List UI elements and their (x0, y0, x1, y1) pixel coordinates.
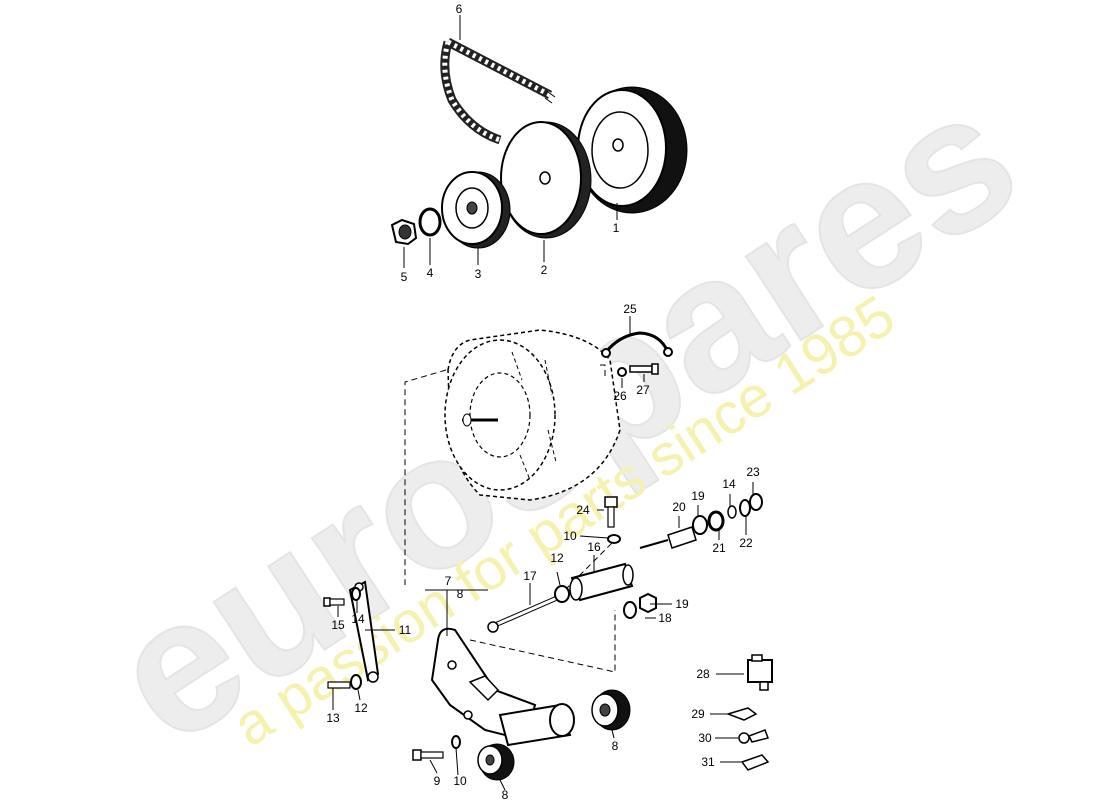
callout-10b: 10 (563, 529, 577, 543)
callout-labels: 6 1 2 3 4 5 25 26 27 24 10 16 17 12 20 1… (326, 2, 760, 800)
callout-27: 27 (636, 383, 650, 397)
washer-14b (727, 505, 737, 519)
callout-21: 21 (712, 541, 726, 555)
snap-ring (418, 207, 442, 237)
callout-15: 15 (331, 618, 345, 632)
bolt-15 (323, 597, 345, 607)
callout-31: 31 (701, 755, 715, 769)
callout-1: 1 (613, 221, 620, 235)
nut-19b (639, 592, 657, 614)
washer-10b (607, 534, 621, 544)
callout-20: 20 (672, 500, 686, 514)
rubber-bushing-right (591, 689, 631, 731)
callout-5: 5 (401, 270, 408, 284)
callout-10a: 10 (453, 774, 467, 788)
connector-29 (725, 707, 758, 721)
callout-8b: 8 (612, 739, 619, 753)
tension-sleeve-20 (639, 526, 697, 549)
callout-4: 4 (427, 266, 434, 280)
terminal-31 (740, 754, 770, 771)
callout-8c: 8 (502, 788, 509, 800)
small-pulley (441, 171, 511, 249)
drive-belt (440, 38, 556, 145)
callout-12a: 12 (354, 701, 368, 715)
connector-28 (747, 654, 773, 691)
callout-24: 24 (576, 503, 590, 517)
hex-nut (390, 218, 418, 246)
callout-3: 3 (475, 267, 482, 281)
alternator (444, 329, 621, 501)
washer-22 (739, 499, 751, 517)
washer-26 (617, 367, 627, 377)
callout-23: 23 (746, 465, 760, 479)
nut-12b (554, 585, 570, 603)
callout-leaders (332, 15, 754, 791)
callout-19a: 19 (691, 489, 705, 503)
pulley-disc (500, 121, 592, 239)
callout-29: 29 (691, 707, 705, 721)
nut-23 (749, 493, 763, 511)
rubber-bushing-left (477, 743, 515, 781)
toothed-pulley (576, 86, 688, 214)
ground-strap (601, 331, 673, 358)
bolt-13 (327, 681, 351, 689)
callout-16: 16 (587, 540, 601, 554)
callout-12b: 12 (550, 551, 564, 565)
callout-7: 7 (445, 574, 452, 588)
callout-13: 13 (326, 711, 340, 725)
callout-11: 11 (399, 623, 412, 637)
callout-9: 9 (434, 774, 441, 788)
callout-26: 26 (613, 389, 627, 403)
washer-18 (623, 601, 637, 619)
callout-25: 25 (623, 302, 637, 316)
callout-22: 22 (739, 536, 753, 550)
callout-2: 2 (541, 263, 548, 277)
nut-19a (692, 515, 708, 535)
bolt-9 (412, 749, 444, 761)
long-bolt-17 (487, 595, 558, 633)
callout-14b: 14 (722, 477, 736, 491)
washer-12a (350, 674, 362, 690)
callout-28: 28 (696, 667, 710, 681)
callout-18: 18 (658, 611, 672, 625)
callout-14a: 14 (351, 612, 365, 626)
callout-17: 17 (523, 569, 537, 583)
screw-27 (629, 363, 659, 375)
mounting-bracket (430, 627, 575, 747)
callout-30: 30 (698, 731, 712, 745)
washer-10a (451, 735, 461, 749)
tensioner-body (569, 562, 634, 602)
washer-21 (707, 510, 725, 532)
bolt-24 (604, 496, 618, 528)
terminal-30 (738, 729, 769, 744)
callout-19b: 19 (675, 597, 689, 611)
callout-8a: 8 (457, 587, 464, 601)
washer-14a (351, 587, 361, 601)
callout-6: 6 (456, 2, 463, 16)
